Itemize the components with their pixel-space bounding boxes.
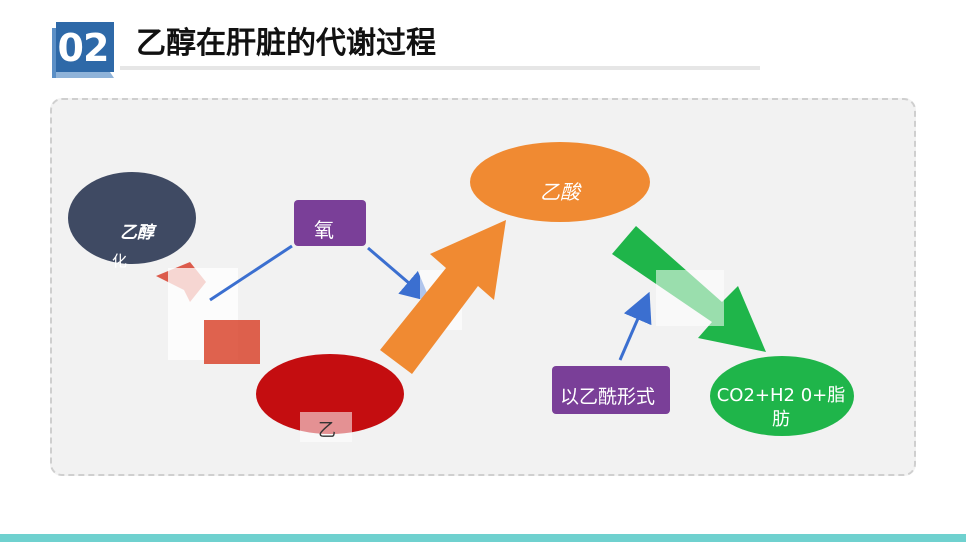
red-node — [256, 354, 404, 434]
title-underline — [120, 66, 760, 70]
acetyl-form-node — [552, 366, 670, 414]
acetic-acid-node — [470, 142, 650, 222]
section-badge — [52, 22, 114, 78]
red-square — [204, 320, 260, 364]
section-number: 02 — [57, 26, 110, 70]
faded-label-patch-3 — [300, 412, 352, 442]
page-title: 乙醇在肝脏的代谢过程 — [136, 26, 436, 61]
orange-arrow — [380, 220, 506, 374]
co2-fat-node — [710, 356, 854, 436]
oxygen-node — [294, 200, 366, 246]
connector-acetyl-up — [618, 291, 652, 361]
acetyl-form-label: 以乙酰形式 — [560, 386, 656, 408]
co2-fat-label: CO2+H2 0+脂肪 — [716, 385, 846, 430]
connector-oxygen-down — [367, 246, 431, 302]
acetic-acid-label: 乙酸 — [540, 180, 580, 204]
connector-ethanol-oxygen — [209, 244, 293, 302]
oxygen-label: 氧 — [314, 218, 334, 242]
ethanol-sublabel: 化 — [112, 252, 128, 270]
bottom-accent-bar — [0, 534, 966, 542]
ethanol-node — [68, 172, 196, 264]
faded-label-patch-4 — [656, 270, 724, 326]
red-node-label: 乙 — [318, 420, 336, 441]
ethanol-label: 乙醇 — [120, 223, 154, 243]
